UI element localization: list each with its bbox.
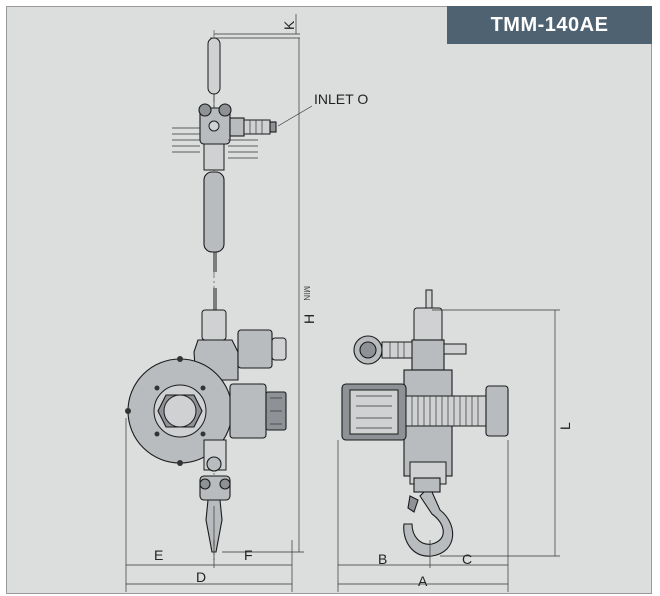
dimension-abc: B C A (337, 440, 509, 592)
dimension-k: K (210, 14, 300, 39)
label-a: A (418, 573, 428, 589)
label-min: MIN (302, 286, 311, 301)
label-b: B (378, 551, 387, 567)
side-view (341, 289, 509, 557)
inlet-callout: INLET O (277, 91, 368, 127)
label-d: D (196, 569, 206, 585)
label-h: H (301, 314, 317, 324)
front-view (125, 30, 287, 560)
dimension-h: H MIN (222, 38, 317, 553)
label-e: E (154, 547, 163, 563)
label-inlet: INLET O (314, 91, 368, 107)
label-c: C (462, 551, 472, 567)
dimension-l: L (432, 309, 573, 557)
dimension-def: E F D (125, 418, 293, 592)
model-tag: TMM-140AE (447, 6, 652, 44)
label-k: K (281, 20, 297, 30)
label-f: F (244, 547, 253, 563)
drawing-frame (6, 6, 652, 594)
label-l: L (557, 422, 573, 430)
